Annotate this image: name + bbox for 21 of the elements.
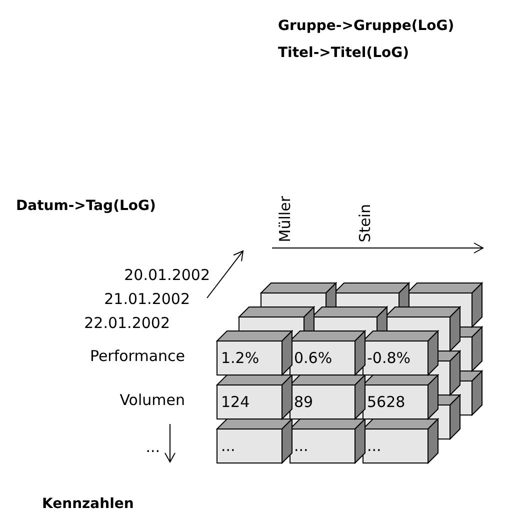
column-label: Stein (358, 204, 373, 242)
data-cell: ... (363, 429, 428, 463)
data-cell: 124 (217, 385, 282, 419)
axis-title: Datum->Tag(LoG) (16, 198, 156, 216)
row-label: 20.01.2002 (124, 266, 210, 285)
axis-title: Titel->Titel(LoG) (278, 45, 410, 62)
data-cell: 1.2% (217, 341, 282, 375)
row-label: 21.01.2002 (104, 290, 190, 309)
data-cell: 5628 (363, 385, 428, 419)
axis-title: Gruppe->Gruppe(LoG) (278, 18, 454, 36)
axis-title: Kennzahlen (42, 496, 134, 514)
row-label: ... (146, 438, 160, 457)
data-cell: ... (217, 429, 282, 463)
row-label: Volumen (120, 391, 185, 410)
row-label: 22.01.2002 (84, 314, 170, 333)
data-cell: 0.6% (290, 341, 355, 375)
row-label: Performance (90, 347, 185, 366)
data-cell: ... (290, 429, 355, 463)
data-cell: 89 (290, 385, 355, 419)
data-cell: -0.8% (363, 341, 428, 375)
column-label: Müller (278, 196, 293, 242)
